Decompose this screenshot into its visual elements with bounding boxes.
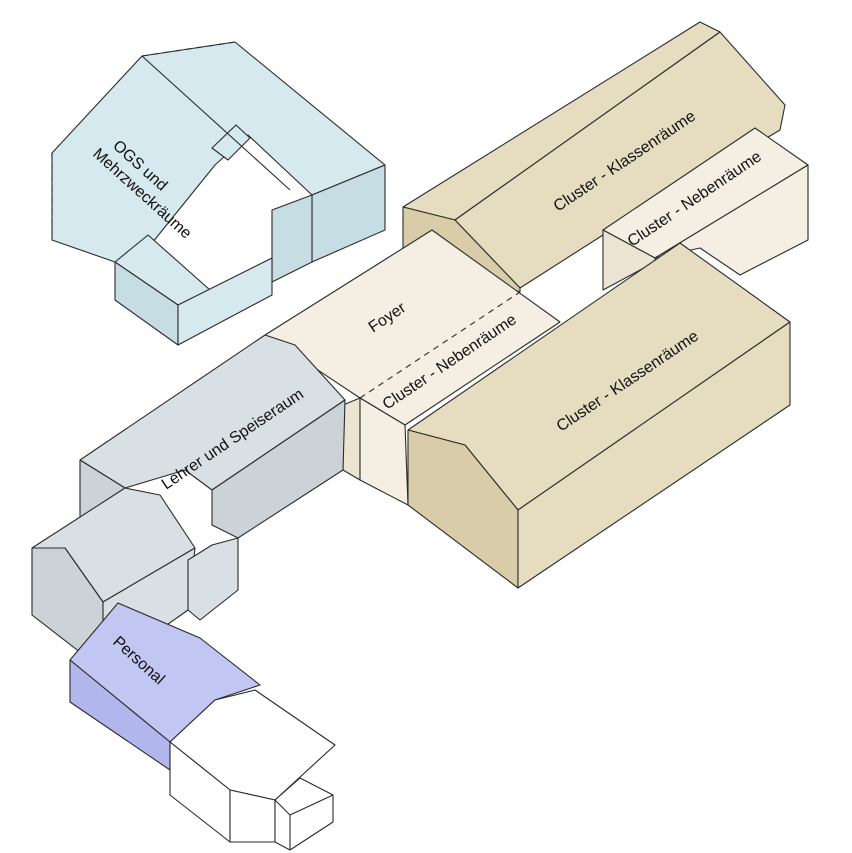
block-ogs [51,41,386,346]
foyer-top [264,229,561,426]
ogs-ridge [141,55,291,191]
block-lehrer [31,334,346,671]
block-foyer [264,229,561,506]
block-cluster-klassen-top [402,21,786,293]
block-cluster-klassen-bottom [407,242,791,589]
ogs-dormer [211,124,251,161]
foyer-front-left [342,397,361,481]
block-cluster-neben-right [602,127,809,291]
lehrer-connector [187,537,239,621]
ogs-dashed-top [141,41,236,57]
neben-right-side [654,164,809,276]
cluster-bottom-side [517,321,791,589]
ogs-lower-wing-side [177,257,273,346]
foyer-divider-dashed [359,291,521,399]
block-white [169,689,336,851]
white-gable-line2 [274,799,291,816]
lehrer-side [211,399,346,539]
ogs-mid-face [271,194,313,283]
white-gable-line3 [289,794,334,816]
